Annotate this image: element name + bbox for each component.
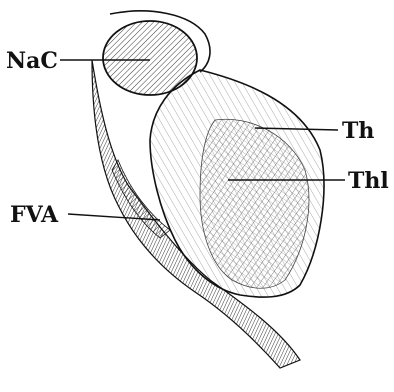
label-nac: NaC: [6, 48, 58, 74]
label-thi: Thl: [348, 168, 389, 194]
label-th: Th: [342, 118, 374, 144]
label-fva: FVA: [10, 202, 59, 228]
nucleus-caudatus-oval: [103, 21, 197, 95]
